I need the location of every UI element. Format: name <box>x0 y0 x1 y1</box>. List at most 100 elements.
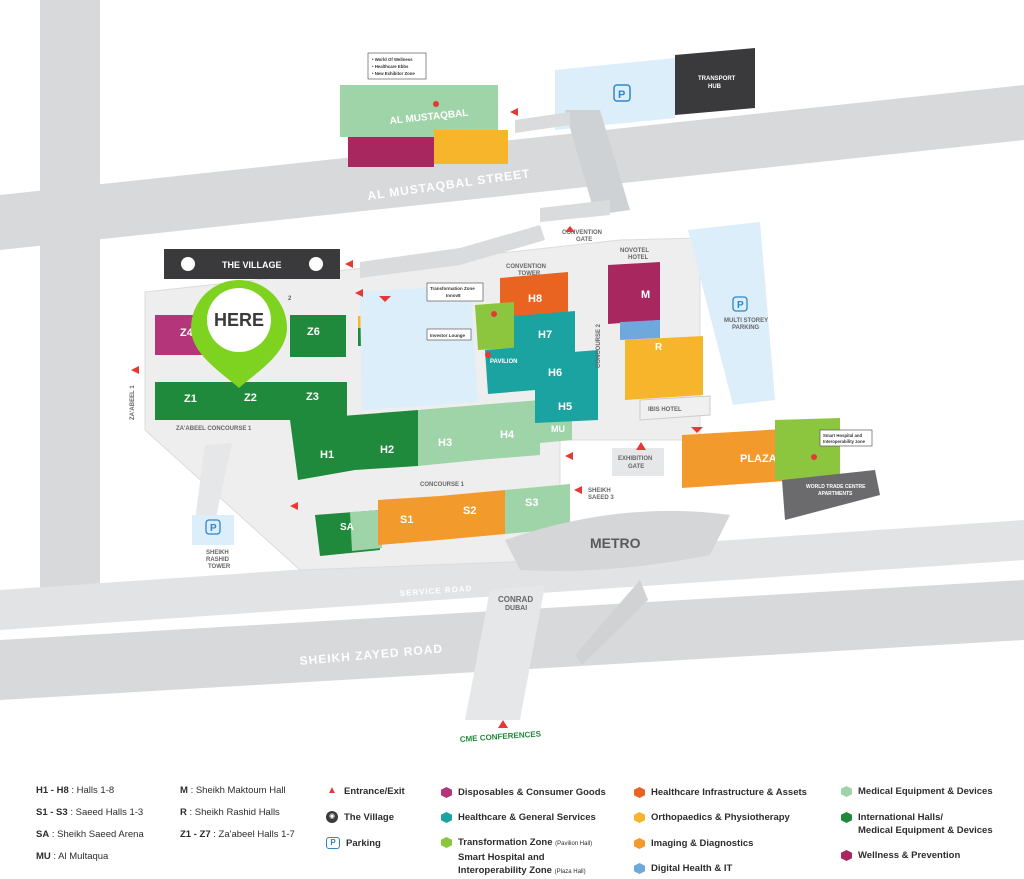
hall-sa-medical[interactable] <box>350 510 382 551</box>
legend-label: Healthcare Infrastructure & Assets <box>651 787 807 798</box>
callout-line: • World Of Wellness <box>372 57 413 62</box>
walkway-village <box>360 225 545 278</box>
label-z3: Z3 <box>306 391 319 403</box>
abbr-key: S1 - S3 <box>36 807 68 818</box>
legend-wellness: Wellness & Prevention <box>841 849 960 862</box>
label-m: M <box>641 289 650 301</box>
hex-icon <box>441 787 452 798</box>
legend-label: Orthopaedics & Physiotherapy <box>651 812 790 823</box>
hall-s1[interactable] <box>378 496 440 545</box>
label-novotel: NOVOTEL <box>620 248 649 254</box>
label-s2: S2 <box>463 505 476 517</box>
abbr-key: R <box>180 807 187 818</box>
abbr-text: : Halls 1-8 <box>71 785 115 796</box>
hall-smart-hospital[interactable] <box>775 418 840 480</box>
hall-pavilion[interactable] <box>485 346 535 394</box>
hall-al-mustaqbal-ortho[interactable] <box>434 130 508 164</box>
legend-label: The Village <box>344 812 394 823</box>
abbr-text: : Sheikh Rashid Halls <box>189 807 280 818</box>
legend-abbr-mu: MU : Al Multaqua <box>36 851 108 862</box>
hall-r[interactable] <box>625 336 703 400</box>
courtyard <box>360 285 478 410</box>
hall-h3[interactable] <box>418 405 478 466</box>
road-service <box>0 520 1024 630</box>
label-dubai: DUBAI <box>505 605 527 612</box>
label-h7: H7 <box>538 329 552 341</box>
investor-callout <box>426 328 472 341</box>
venue-map: AL MUSTAQBAL STREET SHEIKH ZAYED ROAD SE… <box>0 0 1024 744</box>
hex-icon <box>841 786 852 797</box>
village-icon <box>309 257 323 271</box>
exhibition-gate <box>612 448 664 476</box>
hall-h6[interactable] <box>535 350 598 396</box>
label-multi-storey-2: PARKING <box>732 325 760 331</box>
mustaqbal-callout <box>367 52 427 80</box>
label-novotel-2: HOTEL <box>628 255 649 261</box>
label-convention-gate: CONVENTION <box>562 230 602 236</box>
hall-m[interactable] <box>608 262 660 324</box>
label-cme: CME CONFERENCES <box>460 729 542 744</box>
here-marker-circle <box>207 288 271 352</box>
abbr-key: Z1 - Z7 <box>180 829 211 840</box>
sheikh-rashid-tower <box>195 443 232 522</box>
hall-h1[interactable] <box>290 415 355 480</box>
halls-z1-z3[interactable] <box>155 382 347 420</box>
label-s1: S1 <box>400 514 413 526</box>
abbr-key: SA <box>36 829 50 840</box>
legend: H1 - H8 : Halls 1-8 S1 - S3 : Saeed Hall… <box>0 770 1024 878</box>
hex-icon <box>634 787 645 798</box>
abbr-key: H1 - H8 <box>36 785 69 796</box>
label-zaabeel-concourse-1: ZA'ABEEL CONCOURSE 1 <box>176 426 252 432</box>
walkway-gate <box>540 200 610 222</box>
metro-station[interactable] <box>505 510 730 571</box>
hall-h5[interactable] <box>535 388 598 423</box>
label-h4: H4 <box>500 429 515 441</box>
hall-al-mustaqbal-top[interactable] <box>340 85 498 137</box>
legend-healthcare: Healthcare & General Services <box>441 811 596 824</box>
parking-letter: P <box>737 300 744 311</box>
abbr-key: MU <box>36 851 51 862</box>
legend-label: Disposables & Consumer Goods <box>458 787 606 798</box>
arrow-up-icon <box>355 289 363 297</box>
village-icon <box>181 257 195 271</box>
label-metro: METRO <box>590 535 641 551</box>
parking-icon: P <box>326 837 340 849</box>
label-h1: H1 <box>320 449 334 461</box>
label-sr-tower-2: RASHID <box>206 557 230 563</box>
legend-note: (Pavilion Hall) <box>555 841 593 847</box>
hex-icon <box>841 812 852 823</box>
location-pin-icon <box>811 454 817 460</box>
legend-label: Wellness & Prevention <box>858 850 961 861</box>
hall-h2[interactable] <box>355 410 418 470</box>
label-z2: Z2 <box>244 392 257 404</box>
hall-h8[interactable] <box>500 272 568 318</box>
legend-transformation: Transformation Zone (Pavilion Hall)Smart… <box>441 836 592 879</box>
arrow-up-icon <box>565 452 573 460</box>
legend-digital: Digital Health & IT <box>634 862 732 875</box>
legend-international-text: International Halls/Medical Equipment & … <box>858 811 993 837</box>
legend-label: International Halls/ <box>858 812 943 823</box>
arrow-up-icon <box>498 720 508 728</box>
label-concourse-2: CONCOURSE 2 <box>596 323 602 368</box>
label-exhibition-gate: EXHIBITION <box>618 456 652 462</box>
hall-s3[interactable] <box>505 484 570 534</box>
hall-z6[interactable] <box>290 315 346 357</box>
hall-s2[interactable] <box>440 490 505 540</box>
plaza-callout <box>819 429 873 447</box>
label-pavilion: PAVILION <box>490 359 517 365</box>
abbr-text: : Sheikh Saeed Arena <box>51 829 144 840</box>
hall-al-mustaqbal-wellness[interactable] <box>348 137 434 167</box>
label-exhibition-gate-2: GATE <box>628 464 644 470</box>
transformation-callout <box>426 282 484 302</box>
legend-village: ◉The Village <box>326 811 394 824</box>
legend-disposables: Disposables & Consumer Goods <box>441 786 606 799</box>
arrow-up-icon <box>345 260 353 268</box>
hall-transformation[interactable] <box>475 302 514 350</box>
hall-digital[interactable] <box>620 320 660 340</box>
abbr-text: : Sheikh Maktoum Hall <box>190 785 286 796</box>
hex-icon <box>634 812 645 823</box>
hall-plaza[interactable] <box>682 428 800 488</box>
hall-h4[interactable] <box>478 400 540 460</box>
label-here: HERE <box>214 310 264 330</box>
